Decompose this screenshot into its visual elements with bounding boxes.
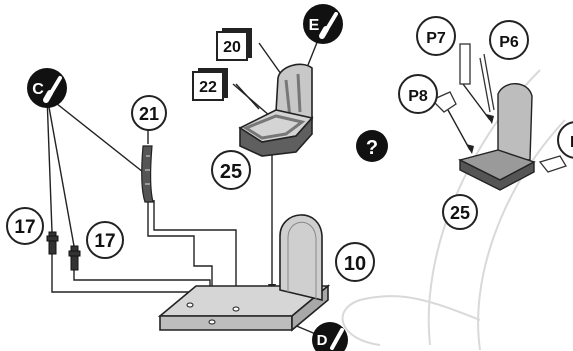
- color-d-callout: D: [312, 322, 348, 351]
- part-10-callout: 10: [336, 243, 374, 281]
- part-17-left-callout: 17: [7, 208, 43, 244]
- question-mark: ?: [366, 137, 378, 159]
- part-21-rod: [142, 146, 153, 202]
- part-17-left-label: 17: [14, 217, 35, 238]
- part-22-box: 22: [193, 68, 228, 100]
- part-22-label: 22: [199, 79, 217, 96]
- part-25-callout: 25: [212, 151, 250, 189]
- part-25-detail-label: 25: [450, 203, 470, 223]
- color-e-label: E: [309, 17, 320, 34]
- rear-panel-10: [280, 215, 322, 300]
- part-25-detail-callout: 25: [443, 195, 477, 229]
- part-17-right-callout: 17: [87, 222, 123, 258]
- color-c-label: C: [32, 81, 44, 98]
- p7-callout: P7: [417, 17, 455, 55]
- color-d-label: D: [317, 332, 328, 349]
- part-25-label: 25: [220, 161, 242, 183]
- p-cut-callout: P: [558, 122, 573, 158]
- p7-label: P7: [426, 30, 446, 47]
- p6-label: P6: [499, 34, 519, 51]
- seat-25: [240, 64, 312, 156]
- part-17-right-label: 17: [94, 231, 115, 252]
- color-c-callout: C: [27, 68, 67, 108]
- question-callout: ?: [356, 130, 388, 162]
- p6-callout: P6: [490, 21, 528, 59]
- part-21-callout: 21: [132, 96, 166, 130]
- color-e-callout: E: [303, 4, 343, 44]
- part-10-label: 10: [344, 253, 366, 275]
- part-20-label: 20: [223, 39, 241, 56]
- p8-label: P8: [408, 88, 428, 105]
- part-20-box: 20: [217, 28, 252, 60]
- part-21-label: 21: [139, 104, 159, 124]
- p8-callout: P8: [399, 75, 437, 113]
